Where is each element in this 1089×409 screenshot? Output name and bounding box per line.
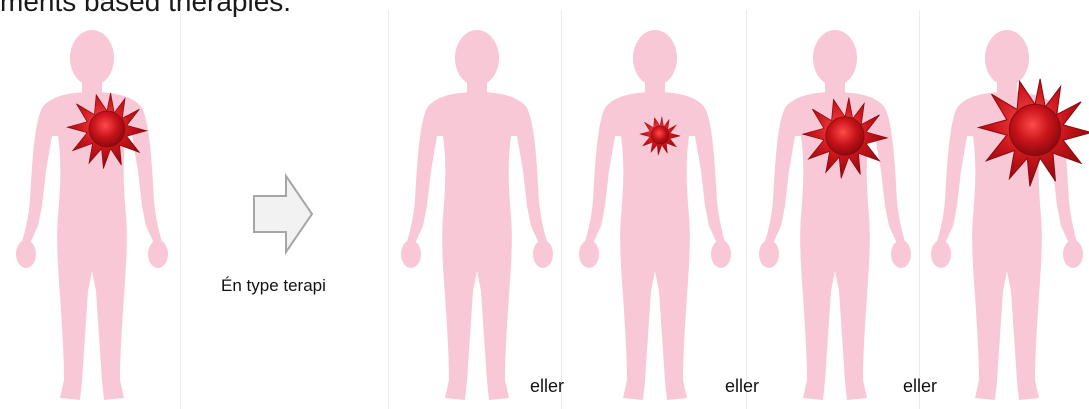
- header-text: ments based therapies.: [0, 0, 291, 18]
- divider: [388, 10, 389, 409]
- divider: [561, 10, 562, 409]
- divider: [746, 10, 747, 409]
- human-figure-outcome-1: [397, 26, 557, 406]
- human-figure-outcome-2: [575, 26, 735, 406]
- divider: [919, 10, 920, 409]
- human-figure-outcome-3: [755, 26, 915, 406]
- arrow-right-icon: [250, 172, 316, 256]
- divider: [180, 10, 181, 409]
- or-label: eller: [530, 376, 564, 397]
- or-label: eller: [725, 376, 759, 397]
- arrow-label: Én type terapi: [221, 276, 326, 296]
- human-figure-before: [12, 26, 172, 406]
- human-figure-outcome-4: [927, 26, 1087, 406]
